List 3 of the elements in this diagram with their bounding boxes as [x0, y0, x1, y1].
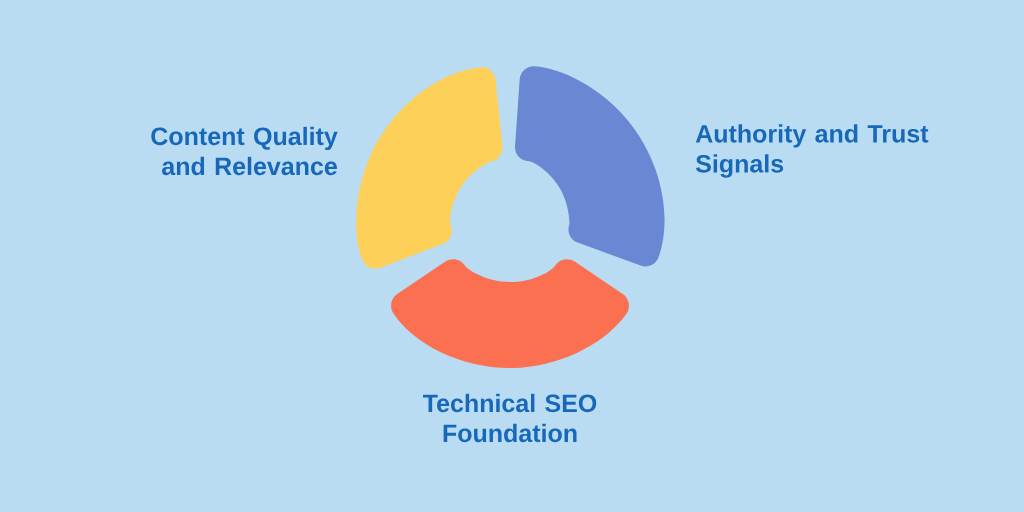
segment-label: Technical SEO Foundation — [423, 393, 597, 443]
segment-label: Content Quality and Relevance — [151, 126, 338, 176]
segment-label: Authority and Trust Signals — [695, 124, 929, 178]
